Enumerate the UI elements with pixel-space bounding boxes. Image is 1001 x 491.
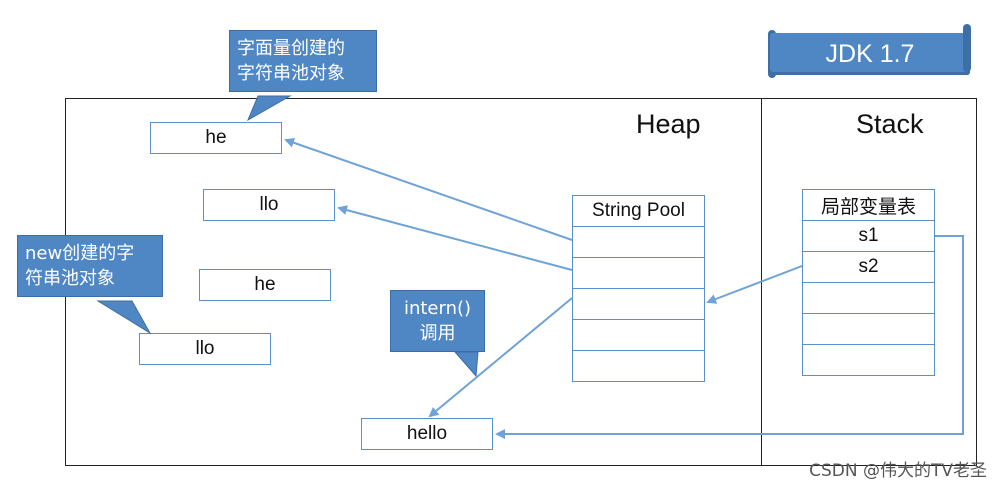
string-pool-slot [573, 289, 704, 320]
watermark: CSDN @伟大的TV老圣 [809, 461, 987, 481]
heap-title: Heap [636, 109, 701, 139]
local-variable-slot [803, 314, 934, 345]
stack-title: Stack [856, 109, 924, 139]
heap-object-hello: hello [361, 418, 493, 450]
string-pool-slot [573, 258, 704, 289]
callout-intern: intern() 调用 [390, 290, 485, 352]
arrow-s2-to-pool [706, 265, 803, 304]
callout-literal-tail [246, 95, 292, 122]
local-variable-table: 局部变量表 s1 s2 [802, 189, 935, 376]
local-variable-table-title: 局部变量表 [803, 190, 934, 221]
callout-literal-line1: 字面量创建的 [237, 38, 345, 59]
heap-object-llo-new: llo [139, 333, 271, 365]
arrow-pool-to-hello [428, 297, 573, 418]
local-variable-slot [803, 283, 934, 314]
string-pool-slot [573, 227, 704, 258]
string-pool-title: String Pool [573, 196, 704, 227]
heap-object-he-new: he [199, 269, 331, 301]
heap-object-he-literal: he [150, 122, 282, 154]
callout-literal-pool: 字面量创建的 字符串池对象 [229, 30, 377, 92]
callout-new-line2: 符串池对象 [25, 268, 115, 289]
arrow-pool-to-llo [337, 205, 573, 271]
local-variable-s1: s1 [803, 221, 934, 252]
heap-object-llo-literal: llo [203, 189, 335, 221]
callout-new-tail [96, 300, 152, 335]
callout-intern-line1: intern() [403, 298, 472, 319]
callout-new-pool: new创建的字 符串池对象 [17, 235, 163, 297]
arrow-s1-to-hello [495, 235, 964, 439]
banner-curl-right [963, 24, 971, 72]
string-pool-slot [573, 320, 704, 351]
callout-intern-tail [453, 351, 479, 378]
local-variable-s2: s2 [803, 252, 934, 283]
callout-intern-line2: 调用 [419, 323, 456, 344]
string-pool-table: String Pool [572, 195, 705, 382]
callout-new-line1: new创建的字 [25, 243, 135, 264]
arrow-pool-to-he [284, 137, 573, 241]
callout-literal-line2: 字符串池对象 [237, 63, 345, 84]
jdk-version-banner: JDK 1.7 [770, 33, 970, 75]
